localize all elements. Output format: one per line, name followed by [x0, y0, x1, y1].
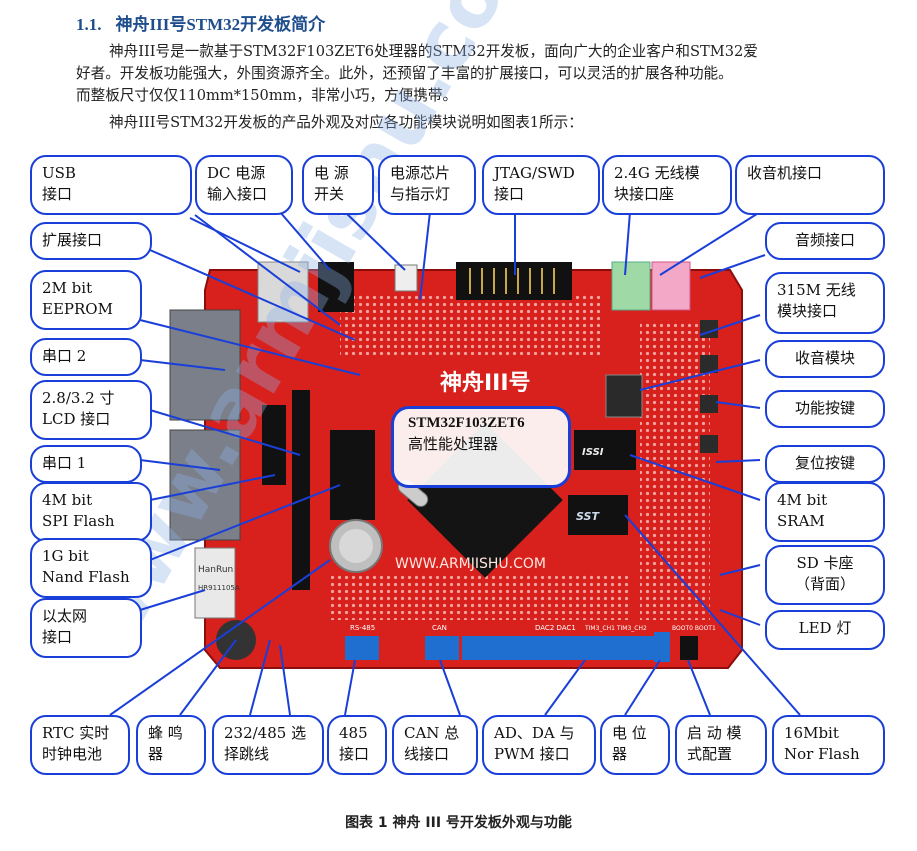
intro-paragraph: 神舟III号是一款基于STM32F103ZET6处理器的STM32开发板，面向广…	[76, 41, 846, 107]
board-rs485-silk: RS-485	[350, 624, 375, 632]
nand-chip	[330, 430, 375, 520]
label-power-switch: 电 源 开关	[302, 155, 374, 215]
intro-line-1: 神舟III号是一款基于STM32F103ZET6处理器的STM32开发板，面向广…	[109, 43, 758, 60]
boot-jumpers	[680, 636, 698, 660]
label-power-chip: 电源芯片 与指示灯	[378, 155, 476, 215]
label-reset: 复位按键	[765, 445, 885, 483]
label-lcd: 2.8/3.2 寸 LCD 接口	[30, 380, 152, 440]
nor-flash-chip	[568, 495, 628, 535]
callout-lines	[109, 211, 801, 716]
ethernet-brand: HanRun	[198, 565, 233, 575]
label-usb: USB 接口	[30, 155, 192, 215]
section-heading: 1.1. 神舟III号STM32开发板简介	[76, 10, 325, 35]
cpu-desc: 高性能处理器	[408, 435, 499, 453]
label-nor-flash: 16Mbit Nor Flash	[772, 715, 885, 775]
sram-chip	[574, 430, 636, 470]
label-jtag: JTAG/SWD 接口	[482, 155, 600, 215]
board-boot-silk: BOOT0 BOOT1	[672, 625, 716, 632]
sram-chip-brand: ISSI	[582, 447, 604, 458]
figure-caption: 图表 1 神舟 III 号开发板外观与功能	[345, 815, 572, 831]
figure-description: 神舟III号STM32开发板的产品外观及对应各功能模块说明如图表1所示：	[109, 114, 583, 131]
label-jumper: 232/485 选 择跳线	[212, 715, 324, 775]
label-boot-mode: 启 动 模 式配置	[675, 715, 767, 775]
nor-flash-brand: SST	[576, 510, 600, 523]
cpu-callout: STM32F103ZET6 高性能处理器	[391, 406, 571, 488]
label-wireless-24g: 2.4G 无线模 块接口座	[602, 155, 732, 215]
ethernet-part: HR911105A	[198, 584, 240, 592]
ethernet-jack	[194, 547, 236, 619]
pink-audio-jack	[651, 261, 691, 311]
label-rs485-port: 485 接口	[327, 715, 387, 775]
board-silk-title: 神舟III号	[440, 370, 531, 396]
can-terminal	[425, 636, 459, 660]
lcd-header	[292, 390, 310, 590]
intro-line-2: 好者。开发板功能强大，外围资源齐全。此外，还预留了丰富的扩展接口，可以灵活的扩展…	[76, 65, 733, 82]
label-func-keys: 功能按键	[765, 390, 885, 428]
ad-da-terminal	[462, 636, 654, 660]
label-nand-flash: 1G bit Nand Flash	[30, 538, 152, 598]
label-led: LED 灯	[765, 610, 885, 650]
label-can-port: CAN 总 线接口	[392, 715, 478, 775]
label-buzzer: 蜂 鸣 器	[136, 715, 206, 775]
dc-jack	[318, 262, 354, 312]
board-can-silk: CAN	[432, 624, 447, 632]
potentiometer	[654, 632, 670, 662]
label-spi-flash: 4M bit SPI Flash	[30, 482, 152, 542]
green-audio-jack	[611, 261, 651, 311]
label-sd: SD 卡座 （背面）	[765, 545, 885, 605]
label-rtc: RTC 实时 时钟电池	[30, 715, 130, 775]
label-uart1: 串口 1	[30, 445, 142, 483]
label-audio: 音频接口	[765, 222, 885, 260]
label-potentiometer: 电 位 器	[600, 715, 670, 775]
rs485-terminal	[345, 636, 379, 660]
intro-line-3: 而整板尺寸仅仅110mm*150mm，非常小巧，方便携带。	[76, 87, 458, 104]
rtc-battery-inner	[339, 529, 373, 563]
radio-module-chip	[605, 374, 643, 418]
label-radio-module: 收音模块	[765, 340, 885, 378]
label-uart2: 串口 2	[30, 338, 142, 376]
cpu-name: STM32F103ZET6	[408, 415, 525, 431]
label-expansion: 扩展接口	[30, 222, 152, 260]
label-ad-da: AD、DA 与 PWM 接口	[482, 715, 596, 775]
label-ethernet: 以太网 接口	[30, 598, 142, 658]
board-website: WWW.ARMJISHU.COM	[395, 556, 546, 572]
section-title: 神舟III号STM32开发板简介	[115, 15, 326, 34]
board-dac-silk: DAC2 DAC1	[535, 624, 576, 632]
board-tim-silk: TIM3_CH1 TIM3_CH2	[584, 625, 647, 632]
section-number: 1.1.	[76, 15, 102, 34]
label-eeprom: 2M bit EEPROM	[30, 270, 142, 330]
label-dc-power: DC 电源 输入接口	[195, 155, 293, 215]
label-sram: 4M bit SRAM	[765, 482, 885, 542]
label-radio-port: 收音机接口	[735, 155, 885, 215]
power-switch	[394, 264, 418, 292]
label-315m: 315M 无线 模块接口	[765, 272, 885, 334]
push-buttons	[700, 320, 718, 453]
